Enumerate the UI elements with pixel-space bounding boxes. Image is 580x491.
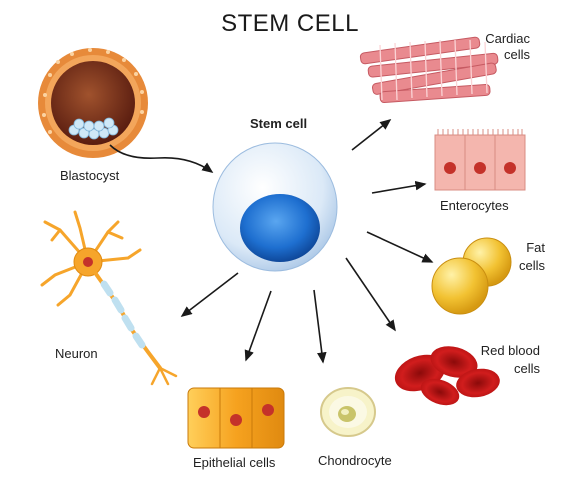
red-blood-label-line2: cells [513, 361, 540, 376]
stem-cell-illustration [212, 142, 338, 272]
arrow-to-red-blood [345, 257, 396, 332]
enterocytes-label: Enterocytes [440, 198, 509, 213]
fat-label-line2: cells [518, 258, 545, 273]
chondrocyte-label: Chondrocyte [318, 453, 392, 468]
diagram-title: STEM CELL [221, 10, 359, 37]
arrow-blastocyst-to-stem [109, 144, 214, 173]
arrow-to-cardiac [351, 119, 392, 151]
arrow-to-fat [366, 231, 434, 263]
cardiac-label-line2: cells [503, 47, 530, 62]
enterocytes-illustration [434, 129, 526, 191]
arrow-to-enterocytes [371, 180, 427, 194]
neuron-label: Neuron [55, 346, 98, 361]
chondrocyte-illustration [320, 387, 376, 437]
stem-cell-label: Stem cell [250, 116, 308, 131]
arrow-to-chondrocyte [313, 289, 327, 364]
arrow-to-neuron [180, 272, 239, 317]
cardiac-cells-illustration [359, 36, 499, 104]
red-blood-label-line1: Red blood [480, 343, 540, 358]
fat-label-line1: Fat [526, 240, 545, 255]
epithelial-cells-illustration [187, 387, 285, 449]
blastocyst-label: Blastocyst [60, 168, 120, 183]
blastocyst-illustration [38, 48, 148, 158]
fat-cells-illustration [431, 237, 512, 315]
epithelial-label: Epithelial cells [193, 455, 276, 470]
red-blood-cells-illustration [394, 346, 500, 406]
cardiac-label-line1: Cardiac [485, 31, 530, 46]
arrows [109, 119, 434, 364]
arrow-to-epithelial [244, 290, 272, 362]
neuron-illustration [40, 210, 178, 386]
